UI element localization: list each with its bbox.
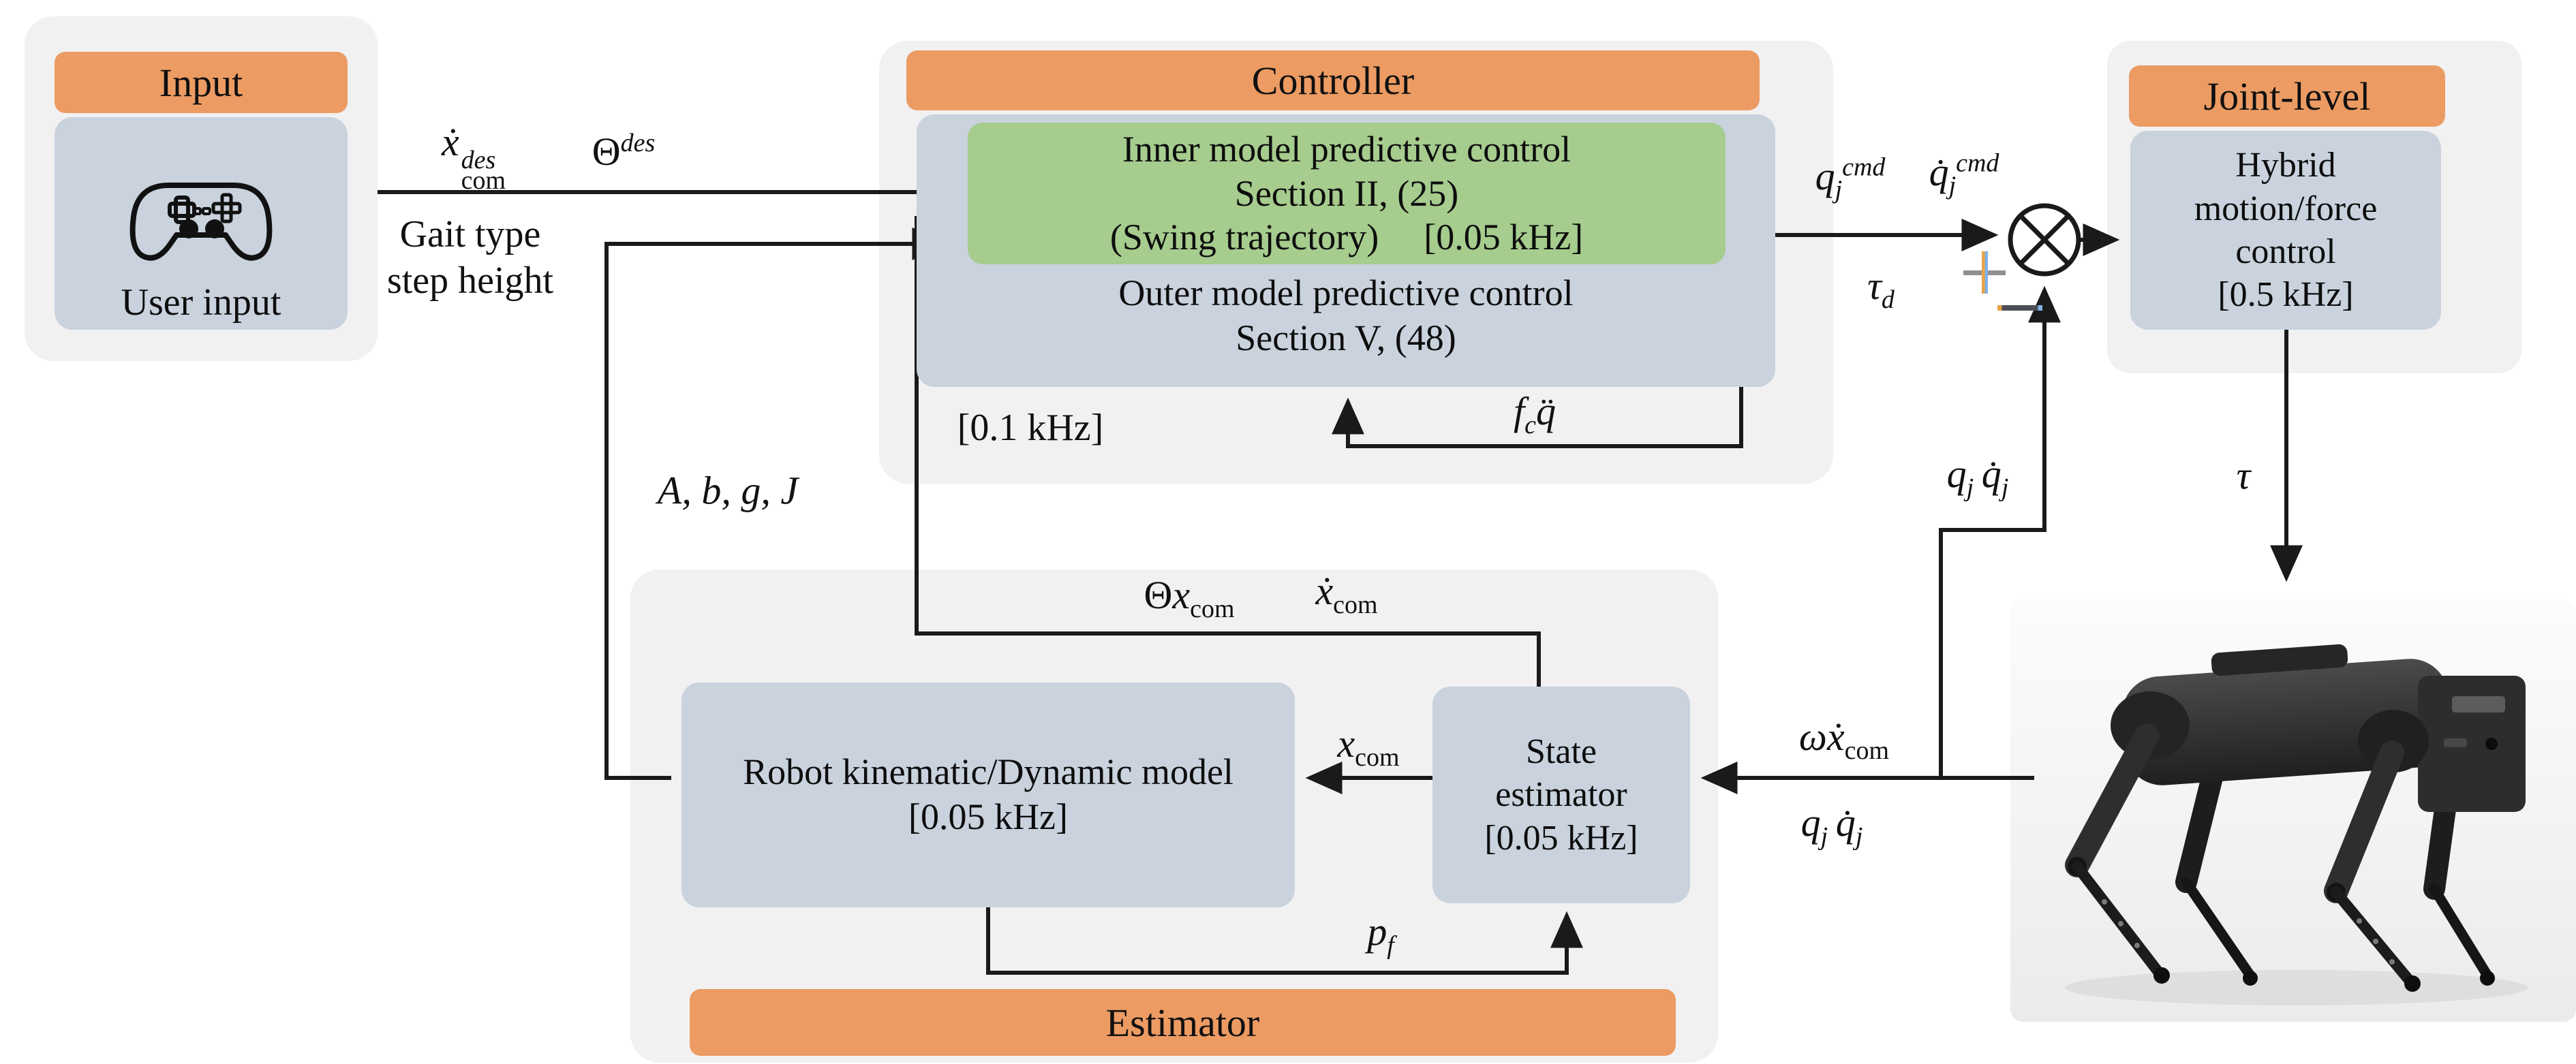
hybrid-line2: motion/force: [2194, 189, 2378, 228]
input-header: Input: [55, 52, 348, 113]
inner-mpc-box: Inner model predictive control Section I…: [968, 123, 1726, 264]
input-header-label: Input: [159, 60, 243, 105]
wire-qj-feedback-to-sum: [1939, 285, 2061, 778]
omega-xdot-com-label: ωẋcom: [1798, 715, 1890, 765]
joint-level-header: Joint-level: [2129, 65, 2445, 127]
hybrid-line1: Hybrid: [2235, 146, 2336, 185]
minus-bar: [1997, 305, 2042, 311]
fc-qddot-label: fcq̈: [1514, 389, 1556, 439]
qdotj-cmd-label: q̇jcmd: [1929, 148, 1999, 200]
state-estimator-box: State estimator [0.05 kHz]: [1432, 687, 1690, 903]
estimator-header-label: Estimator: [1105, 1000, 1260, 1045]
outer-mpc-line1: Outer model predictive control: [1118, 272, 1574, 314]
x-com-label: xcom: [1337, 721, 1400, 772]
robot-model-box: Robot kinematic/Dynamic model [0.05 kHz]: [681, 683, 1295, 907]
controller-header-label: Controller: [1251, 58, 1415, 103]
xdot-com-label: ẋcom: [1315, 569, 1378, 619]
wire-gait-and-abgj: [604, 228, 949, 780]
plus-vertical-bar: [1982, 251, 1988, 294]
qj-cmd-label: qjcmd: [1815, 153, 1886, 204]
state-estimator-line1: State: [1526, 732, 1597, 771]
tau-label: τ: [2236, 453, 2251, 498]
sum-junction: [2008, 203, 2081, 277]
abgj-label: A, b, g, J: [657, 468, 799, 513]
state-estimator-line2: estimator: [1495, 775, 1627, 815]
pf-label: pf: [1367, 909, 1394, 960]
theta-x-com-label: Θxcom: [1144, 573, 1235, 623]
sum-minus-sign: [1997, 305, 2042, 311]
gait-type-label-line1: Gait type: [399, 213, 541, 255]
robot-leg-front-left: [2324, 740, 2421, 992]
inner-mpc-line3: (Swing trajectory): [1109, 217, 1379, 258]
sum-plus-sign: [1963, 251, 2006, 294]
controller-header: Controller: [906, 50, 1760, 110]
qj-qdotj-label-lower: qj q̇j: [1800, 800, 1863, 851]
gait-type-label-line2: step height: [386, 260, 554, 302]
robot-leg-back-left: [2065, 723, 2170, 984]
robot-model-rate: [0.05 kHz]: [908, 796, 1068, 837]
qj-qdotj-label-upper: qj q̇j: [1946, 452, 2009, 502]
user-input-box: User input: [55, 117, 348, 330]
theta-des-label: Θdes: [592, 128, 656, 174]
wire-pf-to-state-estimator: [986, 906, 1583, 975]
hybrid-line3: control: [2235, 232, 2336, 271]
hybrid-rate: [0.5 kHz]: [2218, 275, 2354, 315]
tau-d-label: τd: [1867, 264, 1895, 314]
inner-mpc-line1: Inner model predictive control: [1122, 128, 1571, 170]
inner-mpc-rate: [0.05 kHz]: [1424, 217, 1584, 258]
robot-model-line1: Robot kinematic/Dynamic model: [743, 751, 1233, 793]
hybrid-control-box: Hybrid motion/force control [0.5 kHz]: [2130, 131, 2441, 330]
robot-body: [2111, 644, 2526, 812]
robot-photo: [2010, 599, 2576, 1022]
gamepad-icon: [129, 182, 273, 261]
estimator-header: Estimator: [690, 989, 1676, 1056]
controller-rate: [0.1 kHz]: [957, 407, 1104, 449]
outer-mpc-line2: Section V, (48): [1236, 317, 1456, 359]
user-input-label: User input: [121, 281, 281, 324]
state-estimator-rate: [0.05 kHz]: [1484, 818, 1638, 858]
joint-level-header-label: Joint-level: [2203, 74, 2371, 119]
inner-mpc-line2: Section II, (25): [1234, 172, 1459, 214]
